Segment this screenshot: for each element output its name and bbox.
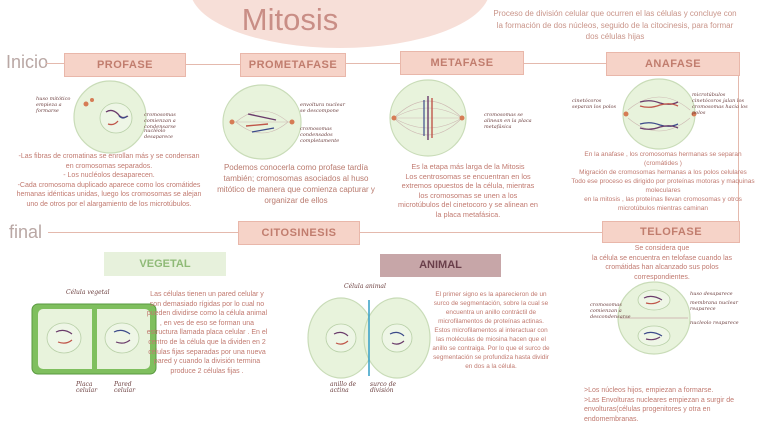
annotation-anafase-left: cinetócoros separan los polos bbox=[572, 98, 617, 110]
annotation-telofase-2: membrana nuclear reaparece bbox=[690, 300, 738, 312]
annotation-vegetal-pared: Pared celular bbox=[114, 381, 136, 394]
annotation-profase-right1: cromosomas comienzan a condensarse bbox=[144, 112, 176, 130]
vegetal-cell bbox=[31, 303, 157, 375]
annotation-telofase-left: cromosomas comienzan a descondensarse bbox=[590, 302, 631, 320]
anafase-description: En la anafase , los cromosomas hermanas … bbox=[571, 151, 755, 212]
metafase-cell bbox=[389, 79, 467, 157]
annotation-animal-surco: surco de división bbox=[370, 381, 397, 394]
flow-line-down bbox=[738, 63, 739, 229]
animal-description: El primer signo es la aparecieron de un … bbox=[432, 291, 550, 370]
prometafase-cell bbox=[222, 84, 302, 160]
annotation-telofase-1: huso desaparece bbox=[690, 291, 733, 297]
flow-line-2 bbox=[344, 63, 400, 64]
profase-cell bbox=[73, 80, 147, 154]
telofase-bottom-description: >Los núcleos hijos, empiezan a formarse.… bbox=[584, 387, 735, 423]
anafase-label: ANAFASE bbox=[606, 52, 740, 76]
prometafase-description: Podemos conocerla como profase tardía ta… bbox=[217, 163, 375, 205]
end-label: final bbox=[9, 222, 43, 242]
metafase-description: Es la etapa más larga de la Mitosis Los … bbox=[398, 162, 538, 219]
telofase-description: Se considera que la célula se encuentra … bbox=[591, 245, 733, 281]
flow-line-start bbox=[46, 63, 64, 64]
metafase-label: METAFASE bbox=[400, 51, 524, 75]
annotation-prometafase-2: cromosomas condensados completamente bbox=[300, 126, 340, 144]
annotation-anafase-right: microtúbulos cinetócoros jalan los cromo… bbox=[692, 92, 748, 116]
telofase-cell bbox=[617, 281, 691, 355]
annotation-metafase: cromosomas se alinean en la placa metafá… bbox=[484, 112, 532, 130]
flow-line-1 bbox=[184, 64, 240, 65]
animal-label: ANIMAL bbox=[380, 254, 501, 277]
start-label: Inicio bbox=[6, 52, 49, 72]
annotation-prometafase-1: envoltura nuclear se descompone bbox=[300, 102, 345, 114]
telofase-label: TELOFASE bbox=[602, 221, 740, 243]
vegetal-description: Las células tienen un pared celular y so… bbox=[146, 291, 268, 375]
anafase-cell bbox=[622, 78, 697, 150]
annotation-vegetal-placa: Placa celular bbox=[76, 381, 98, 394]
profase-description: -Las fibras de cromatinas se enrollan má… bbox=[16, 153, 202, 208]
flow-line-end bbox=[48, 232, 238, 233]
citosinesis-label: CITOSINESIS bbox=[238, 221, 360, 245]
flow-line-3 bbox=[522, 63, 606, 64]
vegetal-label: VEGETAL bbox=[104, 252, 226, 276]
mitosis-definition: Proceso de división celular que ocurren … bbox=[493, 9, 737, 41]
annotation-vegetal-title: Célula vegetal bbox=[66, 289, 110, 296]
annotation-telofase-3: nucleolo reaparece bbox=[690, 320, 739, 326]
prometafase-label: PROMETAFASE bbox=[240, 53, 346, 77]
profase-label: PROFASE bbox=[64, 53, 186, 77]
annotation-profase-right2: nucléolo desaparece bbox=[144, 128, 173, 140]
annotation-animal-anillo: anillo de actina bbox=[330, 381, 357, 394]
annotation-animal-title: Célula animal bbox=[344, 283, 386, 290]
flow-line-back bbox=[358, 232, 602, 233]
annotation-profase-left: huso mitótico empieza a formarse bbox=[36, 96, 71, 114]
page-title: Mitosis bbox=[241, 2, 339, 37]
animal-cell bbox=[307, 297, 431, 379]
